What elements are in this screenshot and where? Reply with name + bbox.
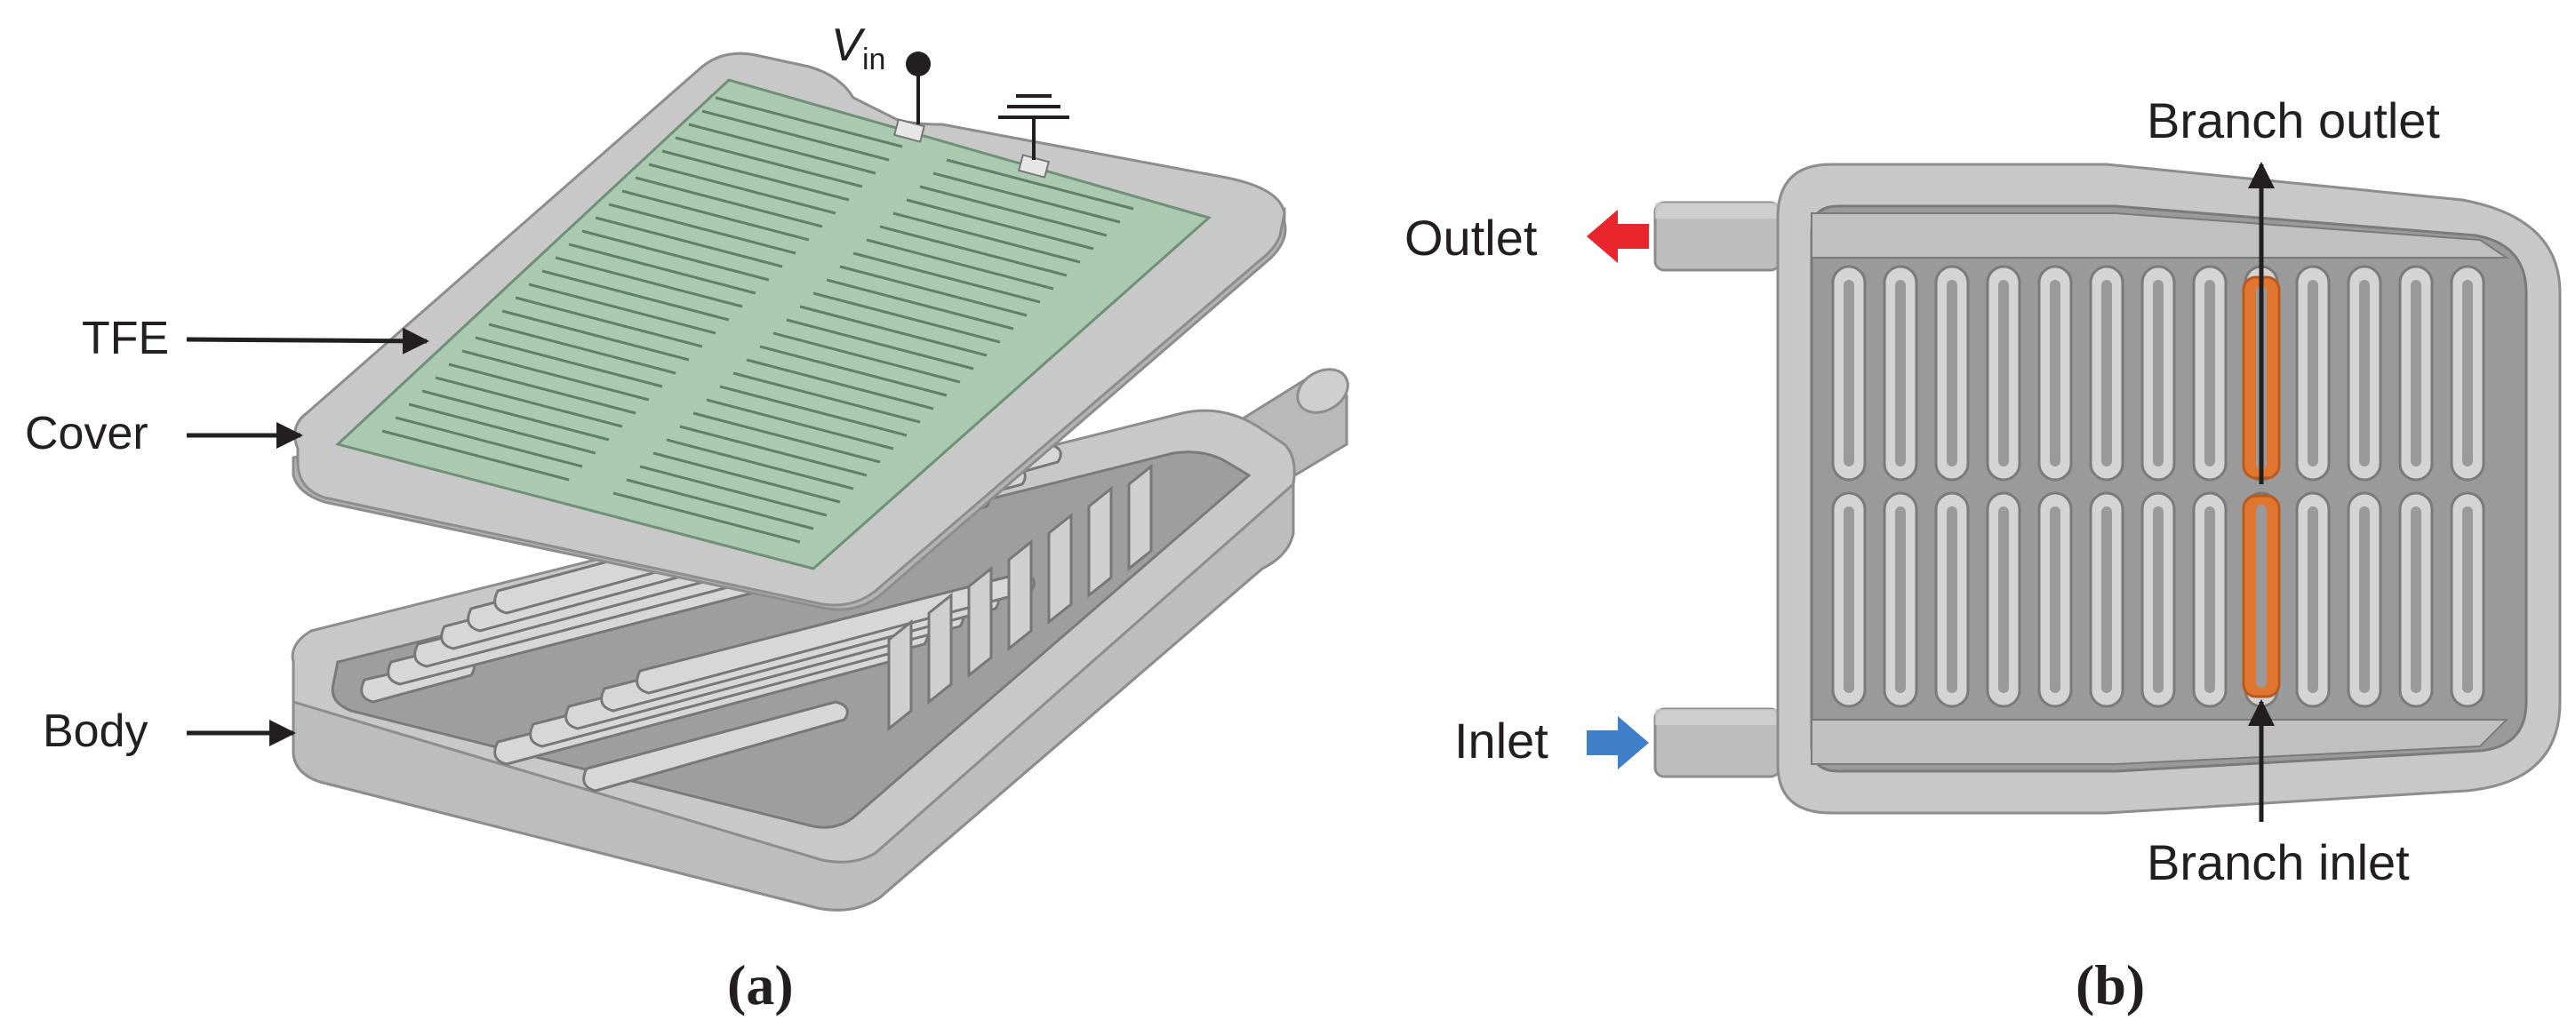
inlet-label: Inlet bbox=[1454, 713, 1548, 769]
svg-text:TFE: TFE bbox=[82, 313, 169, 364]
branch-inlet: Branch inlet bbox=[2147, 699, 2410, 890]
channel-slots bbox=[1844, 280, 2473, 693]
caption-a: (a) bbox=[727, 953, 794, 1016]
svg-text:Cover: Cover bbox=[25, 408, 148, 459]
inlet-flow: Inlet bbox=[1454, 713, 1649, 769]
ground-icon bbox=[998, 94, 1069, 160]
housing-body bbox=[291, 368, 1349, 912]
tfe-traces bbox=[381, 96, 1134, 544]
branch-outlet: Branch outlet bbox=[2147, 92, 2440, 484]
vin-node-icon bbox=[906, 52, 931, 76]
bottom-manifold bbox=[1811, 719, 2509, 765]
label-body: Body bbox=[43, 705, 296, 757]
inlet-pipe bbox=[1653, 707, 1781, 778]
inlet-arrow-icon bbox=[1587, 716, 1649, 769]
label-tfe: TFE bbox=[82, 313, 429, 364]
label-cover: Cover bbox=[25, 408, 303, 459]
vin-label: V bbox=[831, 20, 866, 71]
outlet-flow: Outlet bbox=[1404, 210, 1649, 266]
branch-outlet-label: Branch outlet bbox=[2147, 92, 2440, 148]
caption-b: (b) bbox=[2076, 953, 2145, 1016]
top-manifold bbox=[1811, 212, 2510, 259]
panel-b: Outlet Inlet Branch outlet Branch inlet … bbox=[1404, 92, 2562, 1016]
tfe-film bbox=[334, 78, 1212, 570]
cover bbox=[292, 52, 1287, 611]
ground-pad bbox=[1017, 154, 1051, 179]
outlet-pipe bbox=[1653, 201, 1781, 272]
svg-text:Body: Body bbox=[43, 705, 148, 757]
branch-inlet-label: Branch inlet bbox=[2147, 834, 2410, 890]
outlet-arrow-icon bbox=[1587, 210, 1649, 263]
panel-a: V in TFE Cover Body (a) bbox=[25, 20, 1349, 1016]
vin-pad bbox=[892, 118, 926, 143]
tfe-arrow bbox=[186, 327, 429, 355]
body-fins bbox=[887, 463, 1153, 732]
vin-terminal: V in bbox=[831, 20, 931, 124]
vin-subscript: in bbox=[862, 43, 885, 76]
outlet-label: Outlet bbox=[1404, 210, 1538, 266]
